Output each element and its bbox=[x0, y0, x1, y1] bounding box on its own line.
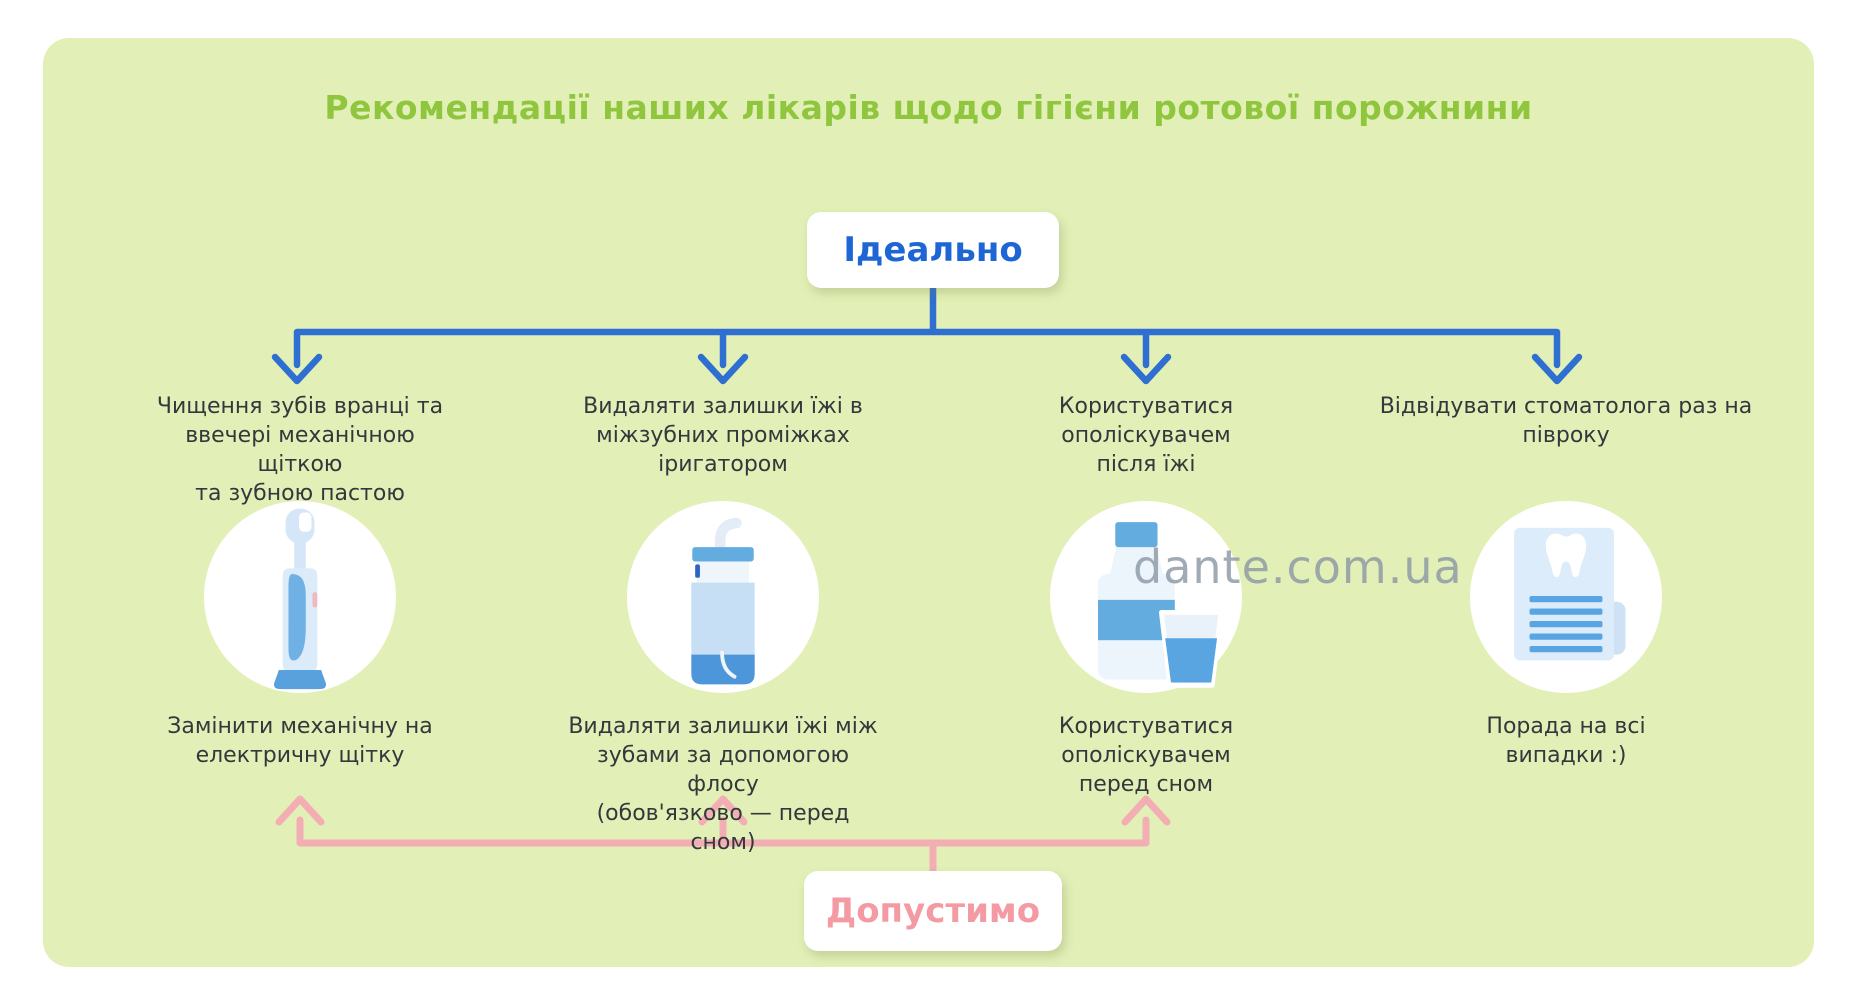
column4-icon-circle bbox=[1470, 501, 1662, 693]
column4-top-label: Відвідувати стоматолога раз на півроку bbox=[1379, 394, 1753, 448]
column3-top-label: Користуватися ополіскувачем після їжі bbox=[1058, 394, 1234, 477]
ideal-node: Ідеально bbox=[807, 212, 1059, 288]
column2-bottom-label: Видаляти залишки їжі між зубами за допом… bbox=[568, 714, 878, 855]
column2-icon-circle bbox=[627, 501, 819, 693]
acceptable-node-label: Допустимо bbox=[825, 891, 1041, 931]
dental-advice-icon bbox=[1514, 527, 1626, 661]
page-title: Рекомендації наших лікарів щодо гігієни … bbox=[324, 88, 1533, 127]
acceptable-node: Допустимо bbox=[804, 871, 1062, 951]
column1-top-label: Чищення зубів вранці та ввечері механічн… bbox=[156, 394, 444, 506]
column1-icon-circle bbox=[204, 501, 396, 693]
irrigator-icon bbox=[691, 517, 755, 685]
watermark-text: dante.com.ua bbox=[1133, 540, 1463, 594]
column3-bottom-label: Користуватися ополіскувачем перед сном bbox=[1058, 714, 1234, 797]
column4-bottom-label: Порада на всі випадки :) bbox=[1486, 714, 1646, 768]
mouthwash-icon bbox=[1098, 522, 1224, 688]
electric-toothbrush-icon bbox=[273, 508, 327, 690]
column1-bottom-label: Замінити механічну на електричну щітку bbox=[167, 714, 433, 768]
ideal-node-label: Ідеально bbox=[843, 230, 1023, 270]
column2-top-label: Видаляти залишки їжі в міжзубних проміжк… bbox=[583, 394, 863, 477]
column3-icon-circle bbox=[1050, 501, 1242, 693]
